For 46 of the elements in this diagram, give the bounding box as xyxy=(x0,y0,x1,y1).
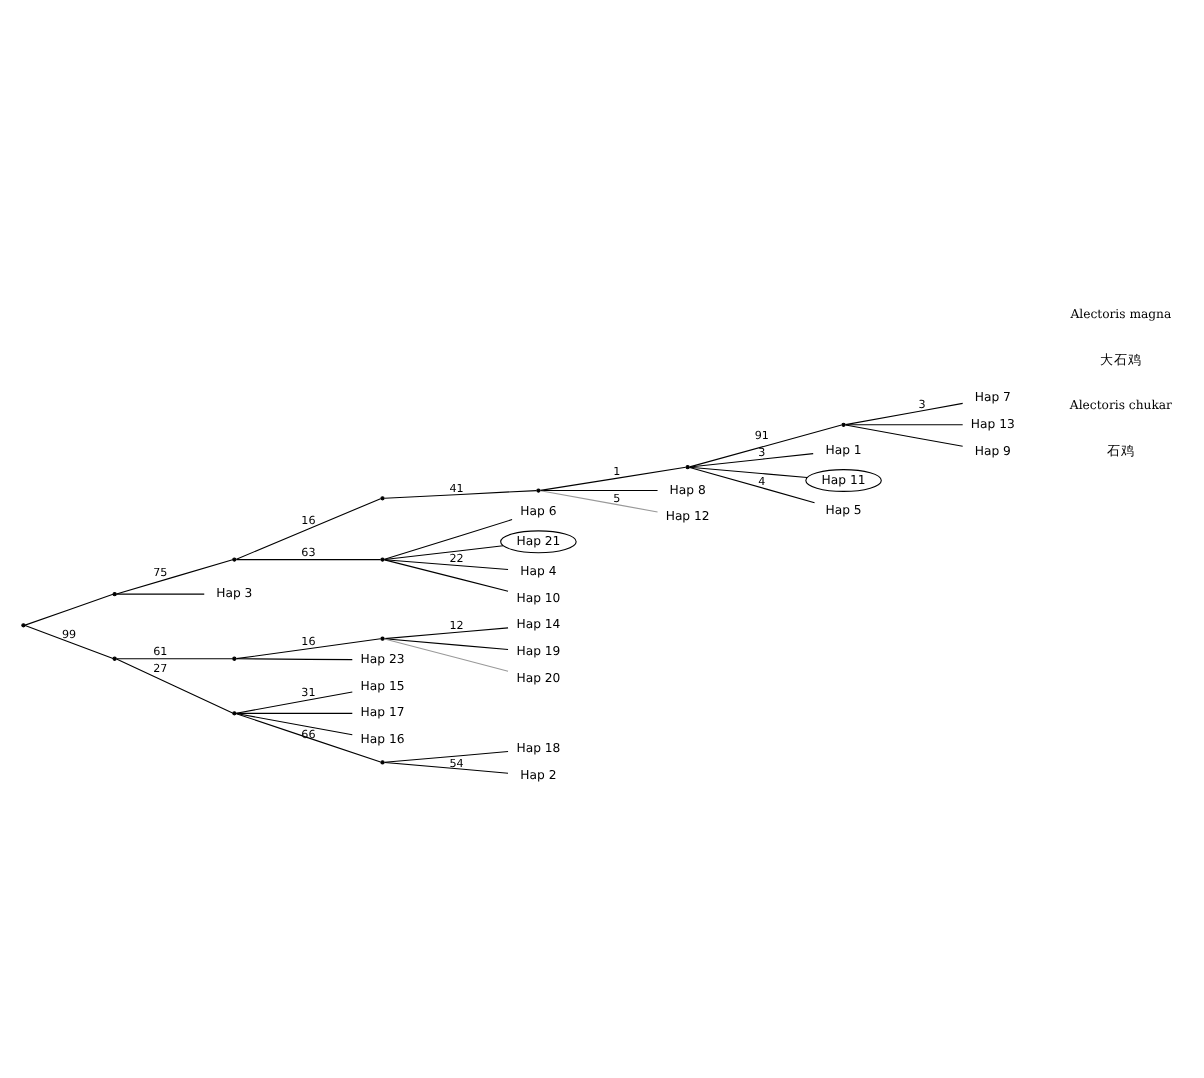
connector xyxy=(845,402,964,426)
connector xyxy=(115,559,234,595)
connector xyxy=(24,625,114,660)
node-point xyxy=(685,465,690,470)
connector xyxy=(384,751,509,763)
connector xyxy=(384,559,509,592)
connector xyxy=(235,712,353,714)
connector xyxy=(384,638,509,672)
node-point xyxy=(112,592,117,597)
connector xyxy=(235,712,353,736)
connector xyxy=(115,593,205,595)
connector xyxy=(539,490,659,513)
connector xyxy=(384,761,509,774)
connector xyxy=(845,424,964,447)
connector xyxy=(689,453,814,468)
node-point xyxy=(112,656,117,661)
connector xyxy=(384,638,509,651)
connector xyxy=(689,466,808,478)
connector xyxy=(539,490,659,492)
connector xyxy=(235,559,382,561)
node-point xyxy=(536,488,541,493)
connector xyxy=(115,658,234,660)
connector xyxy=(235,713,382,763)
connector xyxy=(384,545,504,561)
connector xyxy=(689,466,816,504)
connector xyxy=(384,490,537,499)
connector xyxy=(235,638,382,660)
node-point xyxy=(380,496,385,501)
node-point xyxy=(232,557,237,562)
connector xyxy=(24,593,114,626)
node-point xyxy=(21,623,26,628)
node-point xyxy=(232,711,237,716)
node-point xyxy=(841,422,846,427)
node-point xyxy=(380,557,385,562)
connector xyxy=(384,627,509,640)
connector xyxy=(115,658,234,714)
node-point xyxy=(232,656,237,661)
connector xyxy=(689,424,843,468)
connector xyxy=(845,424,964,426)
connector xyxy=(384,559,509,571)
node-point xyxy=(380,760,385,765)
node-point xyxy=(380,636,385,641)
connector xyxy=(235,691,353,714)
connector xyxy=(235,498,382,560)
connector xyxy=(539,466,687,491)
connector xyxy=(384,519,513,560)
